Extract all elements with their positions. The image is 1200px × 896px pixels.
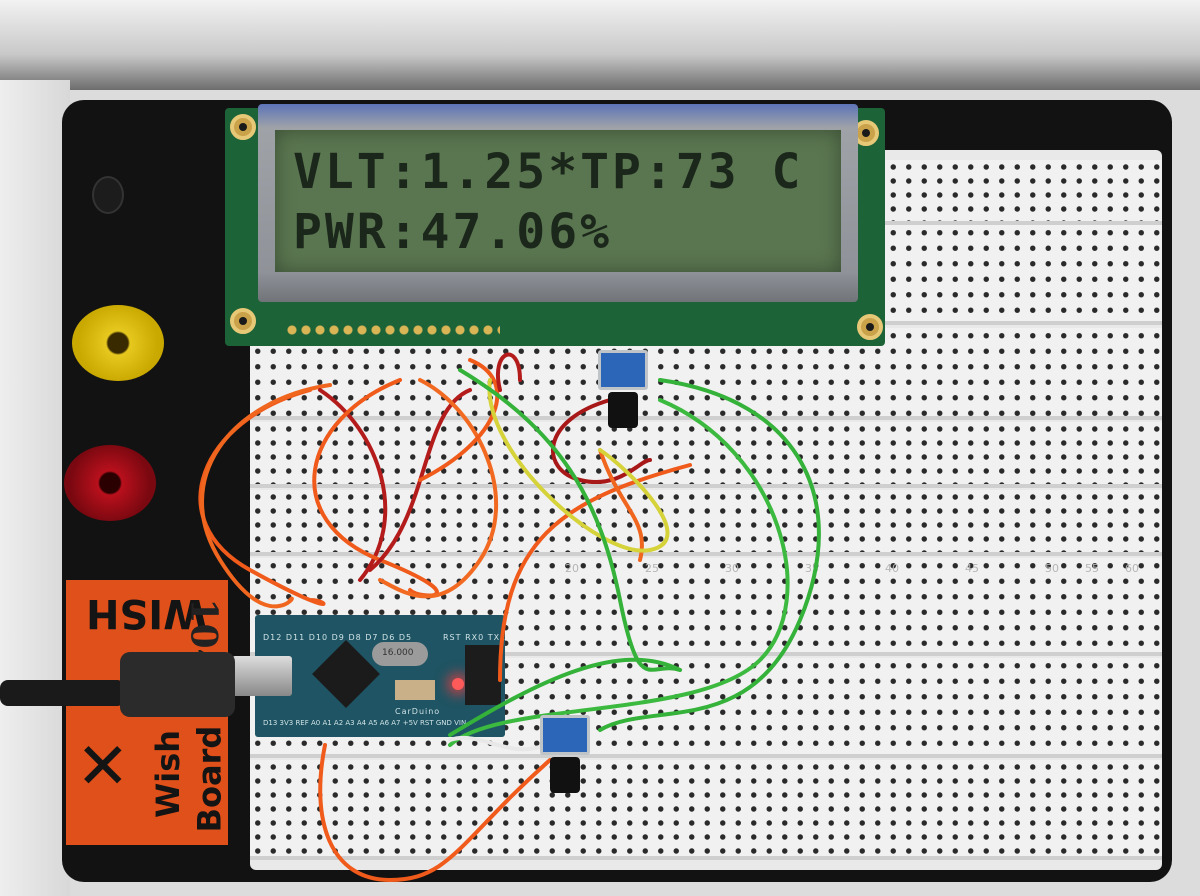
icsp-header [465, 645, 501, 705]
column-number: 55 [1085, 562, 1099, 575]
wire-red [368, 388, 472, 572]
power-led [452, 678, 464, 690]
lcd-header-pins [285, 322, 500, 338]
column-number: 40 [885, 562, 899, 575]
wire-orange [318, 743, 552, 883]
lcd-screen: VLT:1.25*TP:73 C PWR:47.06% [275, 130, 841, 272]
potentiometer-knob[interactable] [550, 757, 580, 793]
wire-orange [418, 358, 500, 482]
nano-right-pin-labels: RST RX0 TX1 [443, 633, 507, 642]
wire-green [598, 378, 821, 732]
nano-top-pin-labels: D12 D11 D10 D9 D8 D7 D6 D5 [263, 633, 413, 642]
mounting-hole [230, 308, 256, 334]
desk-background [0, 0, 1200, 90]
power-rail [250, 422, 1162, 488]
usb-plug [120, 652, 235, 717]
potentiometer-top[interactable] [598, 350, 648, 390]
wire-white [448, 736, 547, 752]
wire-orange [200, 383, 332, 609]
crystal-oscillator: 16.000 [372, 642, 428, 666]
potentiometer-bottom[interactable] [540, 715, 590, 755]
mounting-hole [857, 314, 883, 340]
wire-green [448, 657, 682, 737]
mini-usb-port [232, 656, 292, 696]
usb-cable [0, 680, 125, 706]
column-number: 25 [645, 562, 659, 575]
wire-yellow [487, 378, 670, 553]
logo-mark: ✕ [76, 730, 130, 804]
arduino-nano: D12 D11 D10 D9 D8 D7 D6 D5 RST RX0 TX1 D… [255, 615, 505, 737]
binding-post-yellow [72, 305, 164, 381]
wire-red [496, 352, 522, 392]
wire-orange [598, 448, 644, 562]
nano-board-name: CarDuino [395, 707, 441, 716]
desk-surface [0, 80, 70, 896]
column-number: 50 [1045, 562, 1059, 575]
wire-orange [198, 388, 326, 606]
wire-orange [498, 463, 692, 682]
binding-post-red [64, 445, 156, 521]
column-number: 45 [965, 562, 979, 575]
column-number: 60 [1125, 562, 1139, 575]
column-number: 20 [565, 562, 579, 575]
binding-post-black [92, 176, 124, 214]
nano-bottom-pin-labels: D13 3V3 REF A0 A1 A2 A3 A4 A5 A6 A7 +5V … [263, 719, 467, 727]
lcd-line-2: PWR:47.06% [293, 204, 612, 260]
reset-button [395, 680, 435, 700]
crystal-label: 16.000 [382, 648, 414, 658]
mounting-hole [230, 114, 256, 140]
column-number: 30 [725, 562, 739, 575]
wire-red [318, 388, 388, 582]
wire-green [458, 368, 682, 672]
wire-green [448, 398, 790, 747]
wire-orange [378, 378, 498, 599]
potentiometer-knob[interactable] [608, 392, 638, 428]
power-rail-bottom [250, 760, 1162, 860]
lcd-line-1: VLT:1.25*TP:73 C [293, 144, 804, 200]
